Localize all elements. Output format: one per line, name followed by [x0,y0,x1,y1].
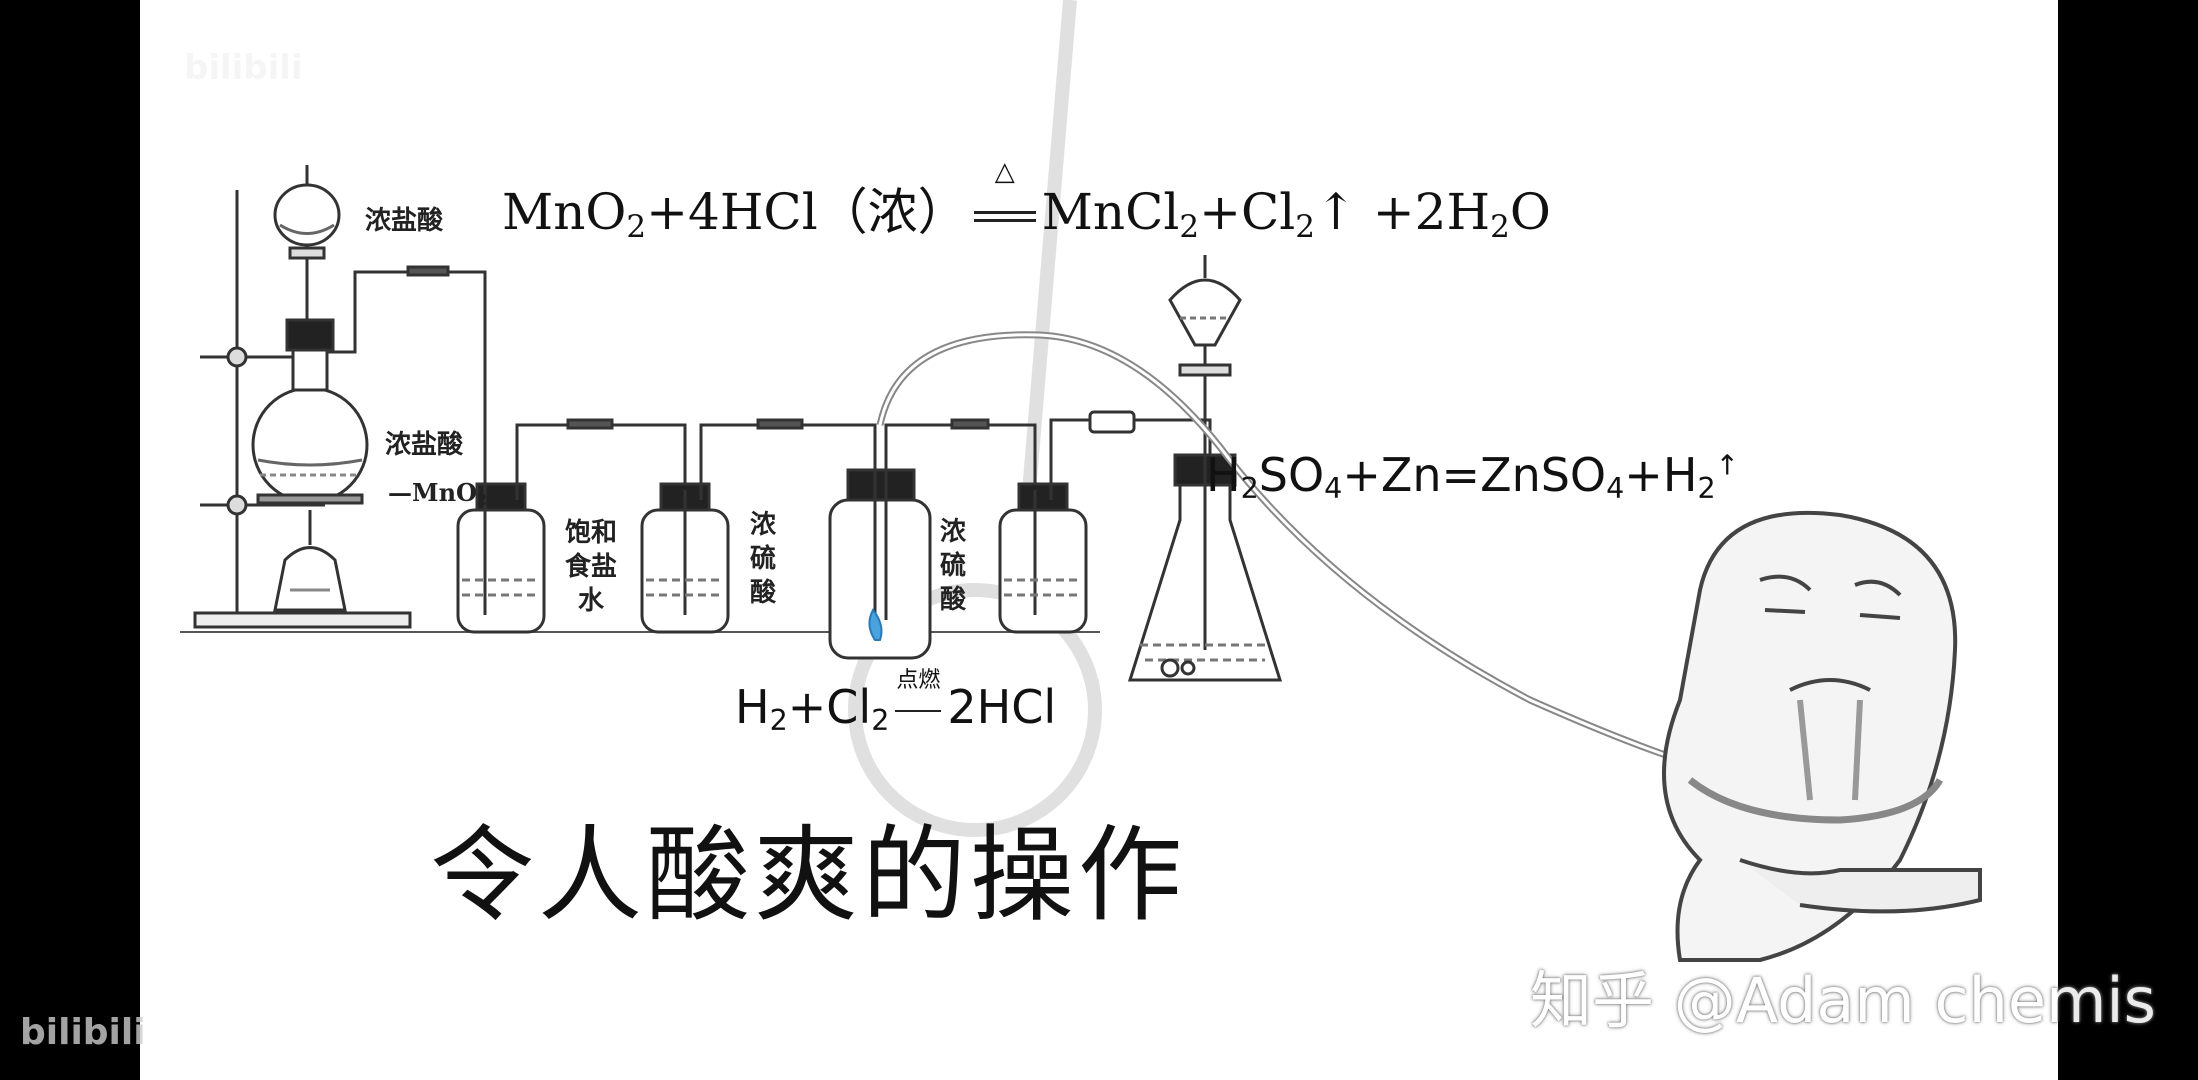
label-brine: 饱和食盐水 [564,518,617,616]
top-funnel [1168,278,1242,347]
wash-bottle-1 [456,440,546,634]
flame [868,608,883,641]
bilibili-logo-bottom: bilibili [20,1012,146,1053]
bilibili-logo-top: bilibili [184,48,303,88]
alcohol-lamp [273,546,347,612]
label-mno2: —MnO2 [388,478,488,509]
ignite-condition: 点燃 [896,668,941,693]
heat-symbol: △ [994,157,1015,187]
apparatus-diagram [180,0,1982,962]
meme-face [1662,510,1982,962]
wash-bottle-4 [998,440,1088,634]
stand-base [193,611,412,629]
label-sulfuric-acid-1: 浓硫酸 [749,510,776,608]
equation-chlorine-generation: MnO2+4HCl（浓）△MnCl2+Cl2↑ +2H2O [502,157,1551,245]
caption-text: 令人酸爽的操作 [430,814,1187,936]
label-sulfuric-acid-2: 浓硫酸 [939,517,966,615]
round-bottom-flask [251,386,369,504]
conical-flask [1127,255,1283,682]
zhihu-watermark: 知乎 @Adam chemis [1530,964,2156,1037]
label-flask-acid: 浓盐酸 [385,430,464,460]
equation-hydrogen-generation: H2SO4+Zn=ZnSO4+H2↑ [1206,448,1739,506]
video-frame: MnO2+4HCl（浓）△MnCl2+Cl2↑ +2H2O H2SO4+Zn=Z… [140,0,2058,1080]
label-funnel-acid: 浓盐酸 [365,206,444,236]
separatory-funnel [273,183,341,247]
combustion-bottle [828,468,932,660]
wash-bottle-2 [640,440,730,634]
